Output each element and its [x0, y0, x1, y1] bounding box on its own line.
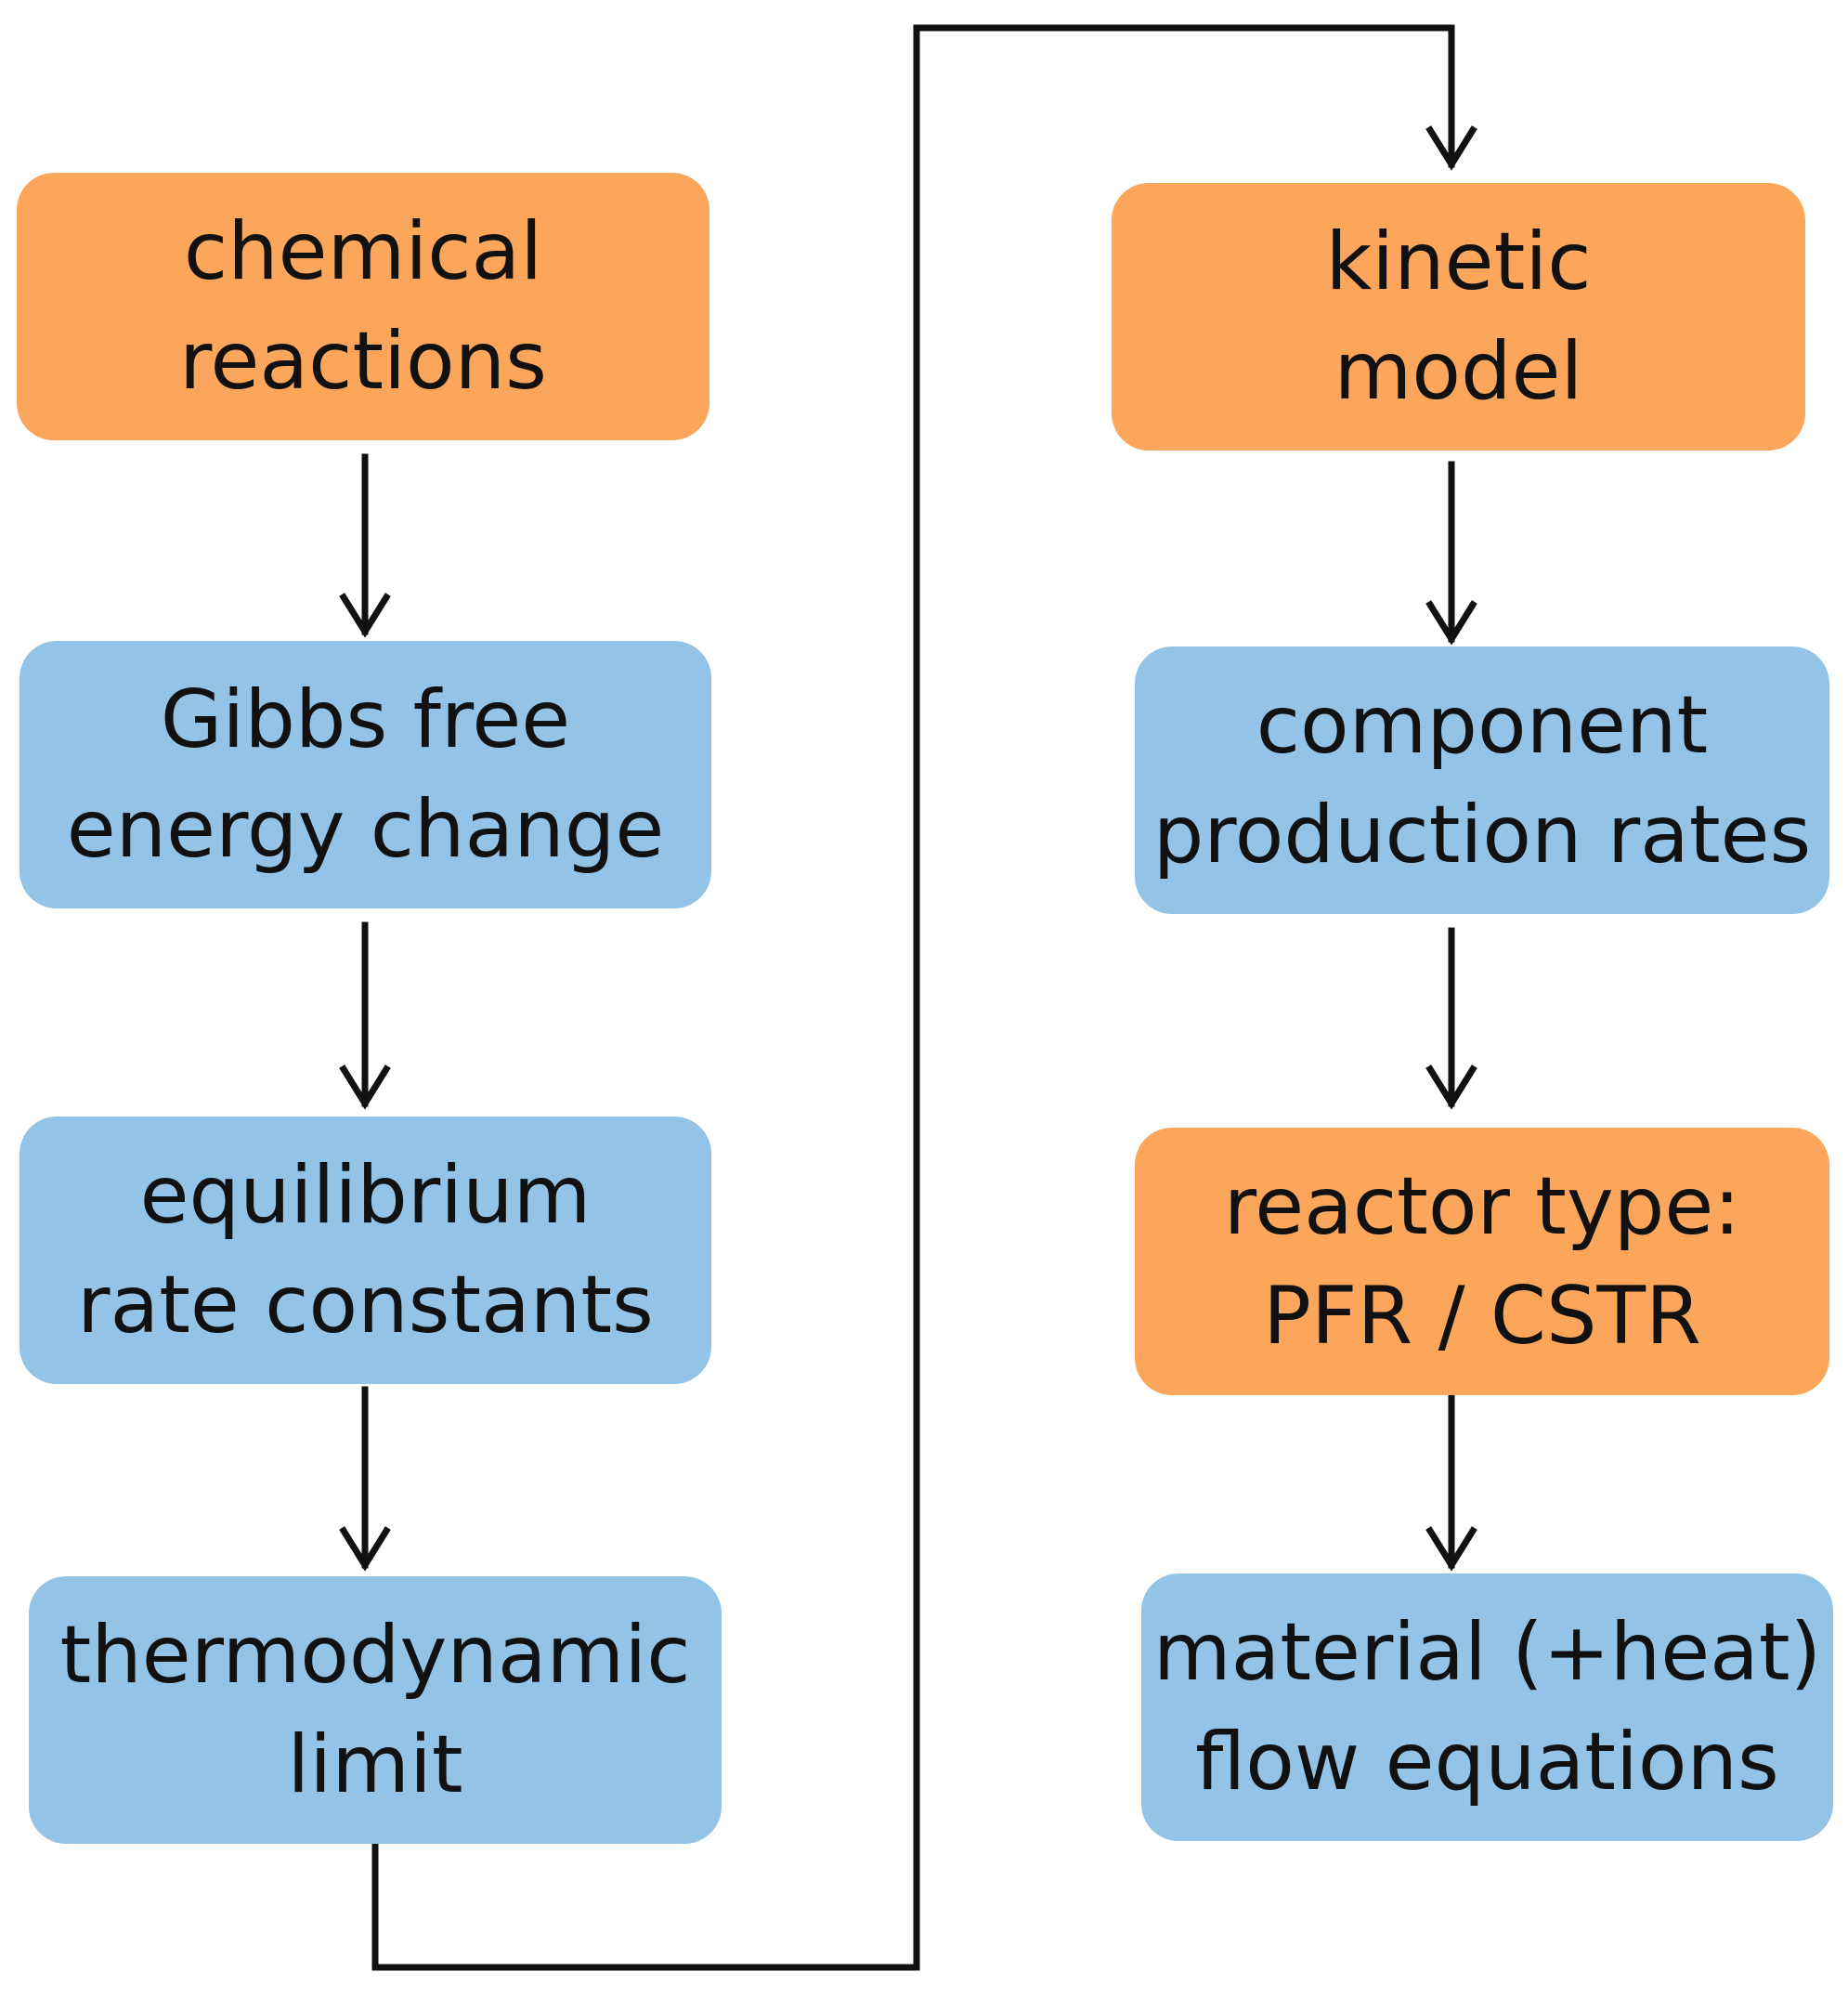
box-reactor-type: reactor type: PFR / CSTR: [1135, 1128, 1829, 1395]
box-thermodynamic-limit: thermodynamic limit: [29, 1576, 722, 1844]
box-label-line: thermodynamic: [59, 1609, 691, 1702]
box-label-line: chemical: [183, 205, 543, 298]
connector-thermo-to-kinetic: [371, 24, 1455, 1971]
box-label-line: reactions: [179, 315, 547, 408]
box-label-line: model: [1334, 325, 1583, 418]
box-label-line: PFR / CSTR: [1263, 1270, 1701, 1363]
box-label-line: equilibrium: [139, 1149, 592, 1242]
box-label-line: energy change: [66, 783, 665, 876]
box-chemical-reactions: chemical reactions: [17, 173, 709, 440]
box-material-flow-equations: material (+heat) flow equations: [1141, 1574, 1833, 1841]
box-component-production-rates: component production rates: [1135, 646, 1829, 914]
arrowhead-equilibrium-to-thermo: [339, 1526, 391, 1572]
arrowhead-reactor-to-material: [1425, 1526, 1477, 1572]
arrowhead-component-to-reactor: [1425, 1064, 1477, 1110]
arrowhead-chemical-to-gibbs: [339, 593, 391, 638]
box-label-line: Gibbs free: [160, 673, 571, 766]
box-label-line: flow equations: [1195, 1716, 1779, 1809]
box-gibbs-free-energy-change: Gibbs free energy change: [20, 641, 711, 908]
box-label-line: rate constants: [77, 1259, 654, 1352]
arrowhead-connector-to-kinetic: [1425, 125, 1477, 171]
arrowhead-gibbs-to-equilibrium: [339, 1064, 391, 1110]
box-kinetic-model: kinetic model: [1112, 183, 1805, 451]
box-label-line: reactor type:: [1223, 1160, 1741, 1253]
box-label-line: component: [1256, 679, 1709, 772]
box-label-line: limit: [287, 1718, 463, 1811]
box-label-line: material (+heat): [1152, 1606, 1822, 1699]
arrowhead-kinetic-to-component: [1425, 600, 1477, 646]
box-label-line: kinetic: [1325, 215, 1592, 308]
box-equilibrium-rate-constants: equilibrium rate constants: [20, 1117, 711, 1384]
box-label-line: production rates: [1152, 789, 1812, 881]
